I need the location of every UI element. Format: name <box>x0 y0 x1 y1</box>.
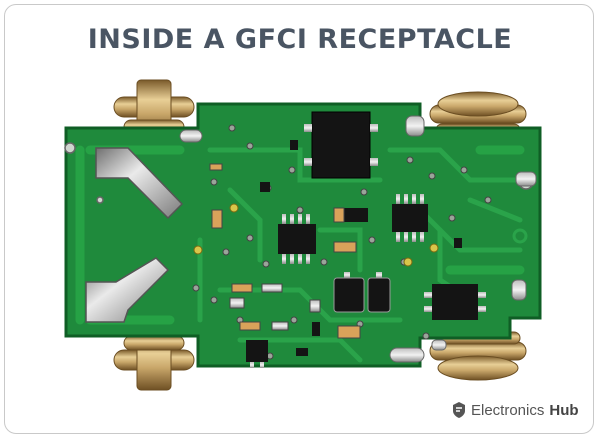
brand-name: Electronics <box>471 401 545 419</box>
ic-bridge-right <box>424 284 486 320</box>
line-contact-blade-top <box>95 147 184 220</box>
electronics-hub-logo-icon <box>453 402 465 418</box>
brand-watermark: Electronics Hub <box>452 400 579 420</box>
ic-soic-right <box>392 194 428 242</box>
transistor-pair <box>333 272 391 313</box>
page-title: INSIDE A GFCI RECEPTACLE <box>87 24 513 55</box>
terminal-screw-bottom-left <box>113 333 195 391</box>
line-contact-blade-bottom <box>85 257 170 323</box>
card-frame <box>4 4 594 434</box>
smd-components <box>209 140 462 356</box>
yellow-pads <box>193 203 439 267</box>
brand-suffix: Hub <box>549 401 579 419</box>
chrome-contacts <box>179 115 537 363</box>
ic-top-relay <box>304 111 378 179</box>
ic-soic-left <box>278 214 316 264</box>
sot-transistor-bottom <box>246 340 268 368</box>
